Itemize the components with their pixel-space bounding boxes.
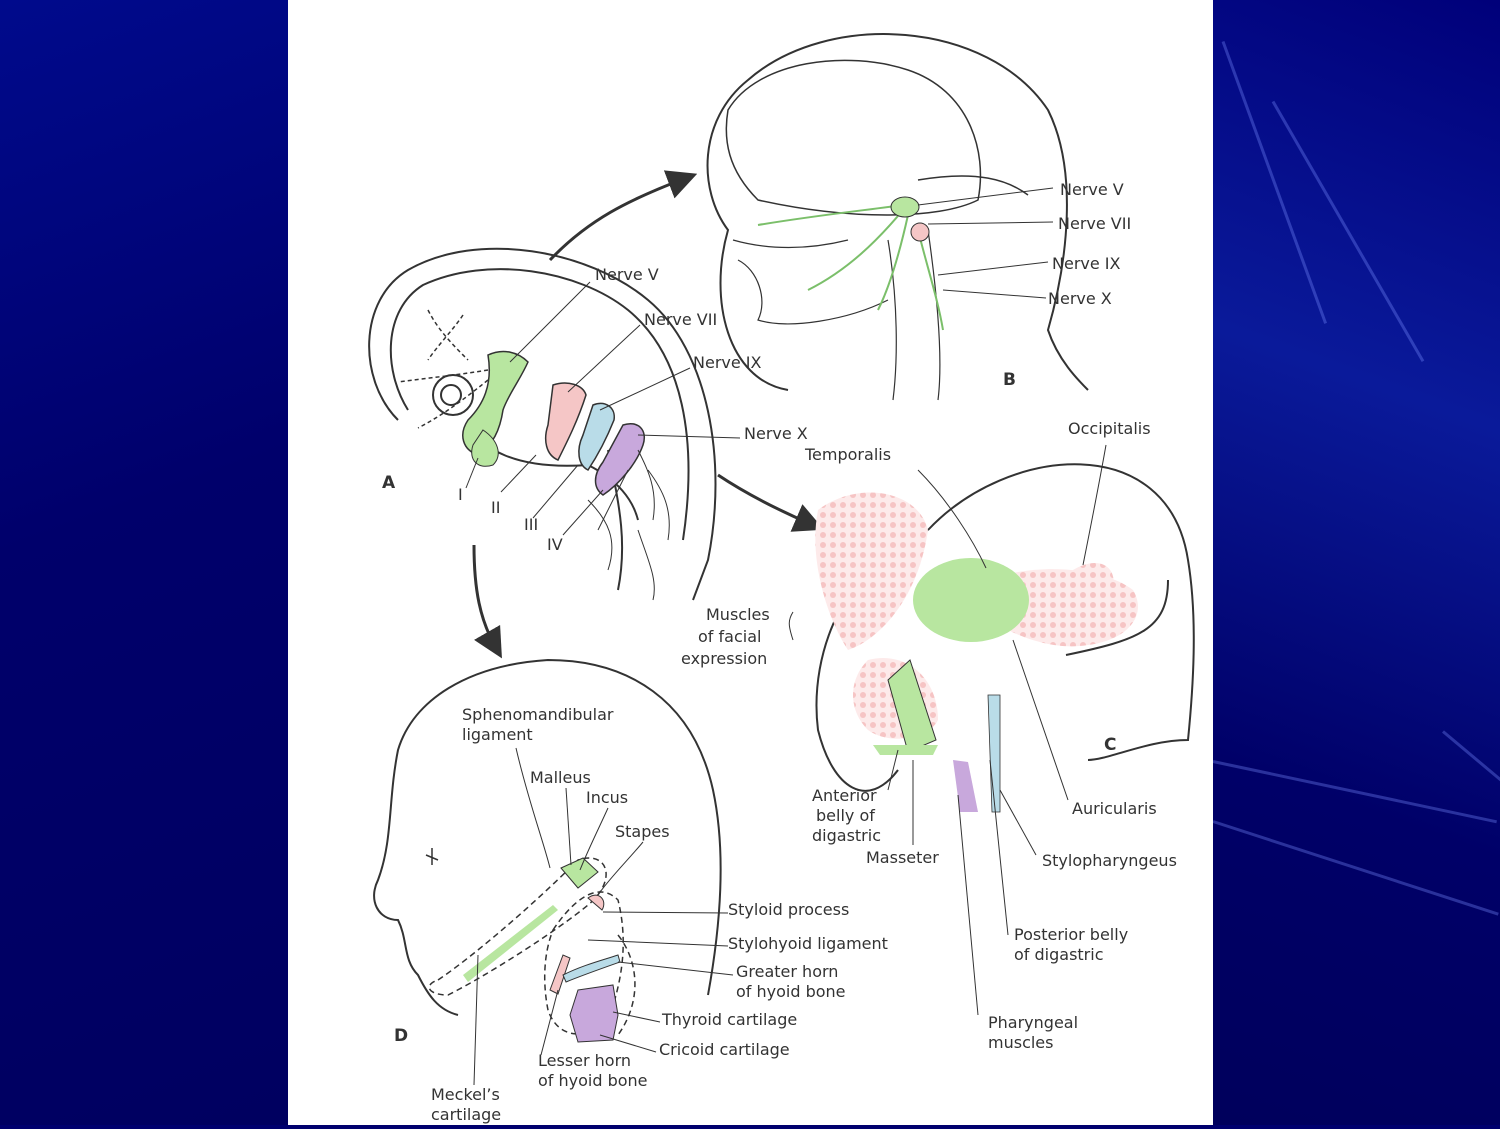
arrow-a-to-c: [717, 473, 825, 532]
decor-streak: [1221, 40, 1328, 324]
panel-c-label-anterior-1: Anterior: [812, 786, 877, 805]
panel-b-label-nerve-v: Nerve V: [1060, 180, 1124, 199]
panel-c-label-temporalis: Temporalis: [804, 445, 891, 464]
panel-a-arch-iii: III: [524, 515, 538, 534]
panel-c-label-muscles-1: Muscles: [706, 605, 770, 624]
decor-streak: [1442, 730, 1500, 810]
lesser-horn-shape: [549, 954, 571, 995]
panel-d-label-cricoid: Cricoid cartilage: [659, 1040, 790, 1059]
occipitalis-muscle: [1073, 562, 1114, 610]
decor-streak: [1212, 760, 1497, 824]
panel-b-leaders: [917, 187, 1054, 299]
panel-d-label-incus: Incus: [586, 788, 628, 807]
panel-c-label-posterior-2: of digastric: [1014, 945, 1104, 964]
panel-c-label-pharyngeal-2: muscles: [988, 1033, 1053, 1052]
arch-4-purple: [594, 423, 645, 496]
panel-b-letter: B: [1003, 370, 1016, 390]
diagram-panel: Nerve V Nerve VII Nerve IX Nerve X B: [288, 0, 1213, 1125]
panel-b-nerve-fibers: [757, 204, 944, 331]
meckel-cartilage-shape: [463, 905, 558, 982]
panel-d-label-lesser-1: Lesser horn: [538, 1051, 631, 1070]
panel-c-label-pharyngeal-1: Pharyngeal: [988, 1013, 1078, 1032]
panel-c-letter: C: [1104, 735, 1116, 755]
panel-a-leaders: [465, 281, 741, 536]
panel-c-label-anterior-2: belly of: [816, 806, 875, 825]
stapes-shape: [587, 894, 605, 911]
facial-ganglion-b: [910, 222, 930, 242]
panel-d-label-greater-1: Greater horn: [736, 962, 838, 981]
panel-d-label-spheno-2: ligament: [462, 725, 533, 744]
panel-d-label-meckel-1: Meckel’s: [431, 1085, 500, 1104]
panel-a-label-nerve-x: Nerve X: [744, 424, 808, 443]
panel-b-drawing: [706, 33, 1089, 401]
background-right: [1212, 0, 1500, 1125]
panel-a-arch-iv: IV: [547, 535, 563, 554]
panel-a-eye-arrows: [397, 309, 489, 429]
trigeminal-ganglion-b: [890, 196, 920, 218]
panel-d-label-malleus: Malleus: [530, 768, 591, 787]
facial-muscles-pattern: [815, 492, 928, 650]
panel-b-label-nerve-vii: Nerve VII: [1058, 214, 1131, 233]
panel-c-label-stylopharyngeus: Stylopharyngeus: [1042, 851, 1177, 870]
pharyngeal-arches-diagram: Nerve V Nerve VII Nerve IX Nerve X B: [368, 33, 1195, 1124]
stylopharyngeus-muscle: [987, 694, 1001, 813]
decor-streak: [1212, 820, 1499, 916]
panel-a-label-nerve-ix: Nerve IX: [693, 353, 762, 372]
panel-d-label-thyroid: Thyroid cartilage: [661, 1010, 797, 1029]
panel-d-label-styloid: Styloid process: [728, 900, 849, 919]
panel-a-label-nerve-v: Nerve V: [595, 265, 659, 284]
panel-c-label-anterior-3: digastric: [812, 826, 881, 845]
panel-c-label-occipitalis: Occipitalis: [1068, 419, 1151, 438]
pharyngeal-muscles: [953, 760, 978, 812]
panel-c-label-auricularis: Auricularis: [1072, 799, 1157, 818]
arch-1-green: [462, 350, 529, 456]
panel-b-label-nerve-ix: Nerve IX: [1052, 254, 1121, 273]
malleus-incus-shape: [560, 857, 599, 889]
arch-1-mandibular: [471, 429, 499, 467]
arrow-a-to-d: [472, 544, 502, 659]
arrow-a-to-b: [548, 170, 698, 262]
panel-a-arch-i: I: [458, 485, 463, 504]
panel-c-label-posterior-1: Posterior belly: [1014, 925, 1128, 944]
panel-d-letter: D: [394, 1026, 408, 1046]
panel-d-label-spheno-1: Sphenomandibular: [462, 705, 614, 724]
temporalis-muscle: [913, 558, 1029, 642]
panel-c-label-muscles-2: of facial: [698, 627, 761, 646]
arch-3-blue: [578, 402, 615, 471]
decor-streak: [1271, 100, 1425, 363]
panel-a-nerve-branches: [587, 449, 670, 601]
anterior-digastric-muscle: [873, 745, 938, 755]
masseter-muscle: [887, 659, 937, 753]
panel-d-drawing: [373, 658, 722, 1016]
background-left: [0, 0, 288, 1125]
thyroid-cricoid-shape: [569, 984, 619, 1043]
panel-a-drawing: [368, 247, 717, 601]
panel-a-letter: A: [382, 473, 396, 493]
panel-d-leaders: [473, 747, 734, 1086]
panel-d-label-lesser-2: of hyoid bone: [538, 1071, 648, 1090]
panel-c-label-muscles-3: expression: [681, 649, 767, 668]
panel-a-arch-ii: II: [491, 498, 500, 517]
panel-a-label-nerve-vii: Nerve VII: [644, 310, 717, 329]
panel-d-label-greater-2: of hyoid bone: [736, 982, 846, 1001]
greater-horn-shape: [562, 954, 621, 983]
panel-d-label-stapes: Stapes: [615, 822, 670, 841]
panel-b-label-nerve-x: Nerve X: [1048, 289, 1112, 308]
panel-d-label-stylohyoid: Stylohyoid ligament: [728, 934, 888, 953]
panel-c-label-masseter: Masseter: [866, 848, 939, 867]
panel-d-label-meckel-2: cartilage: [431, 1105, 501, 1124]
panel-c-leaders: [788, 444, 1107, 1016]
